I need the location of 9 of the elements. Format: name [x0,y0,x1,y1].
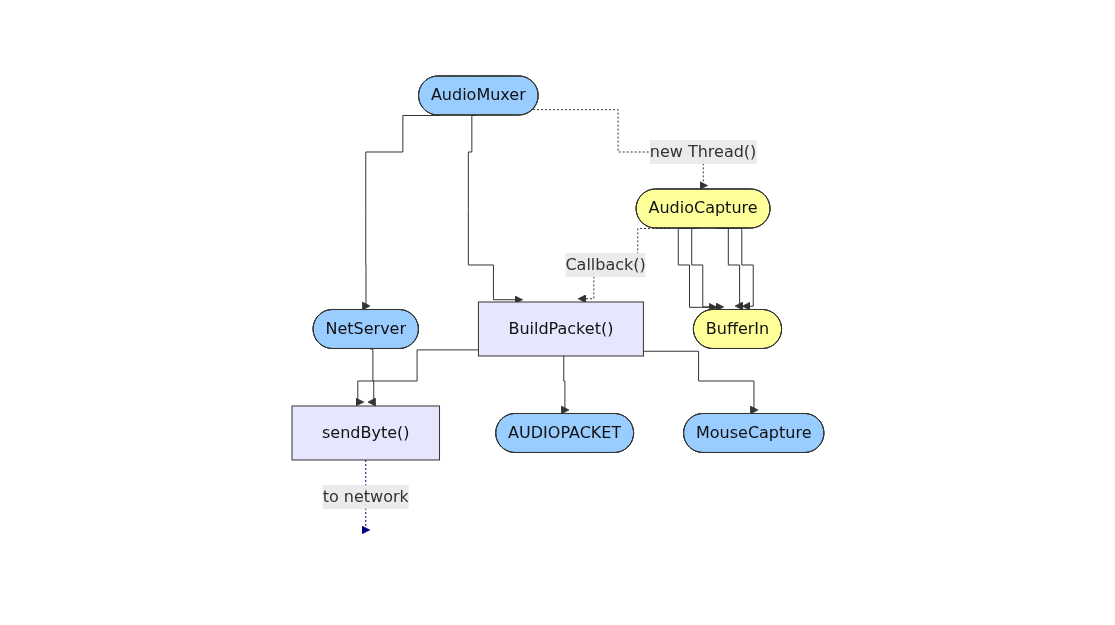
node-box: sendByte() [291,405,440,461]
arrow [366,348,376,407]
edge-label: to network [322,486,409,506]
arrow [642,350,759,415]
edge-label: new Thread() [649,142,756,161]
arrow [560,355,570,415]
node-box: BuildPacket() [477,301,644,357]
edge-label: Callback() [565,254,646,274]
arrow [355,349,479,407]
